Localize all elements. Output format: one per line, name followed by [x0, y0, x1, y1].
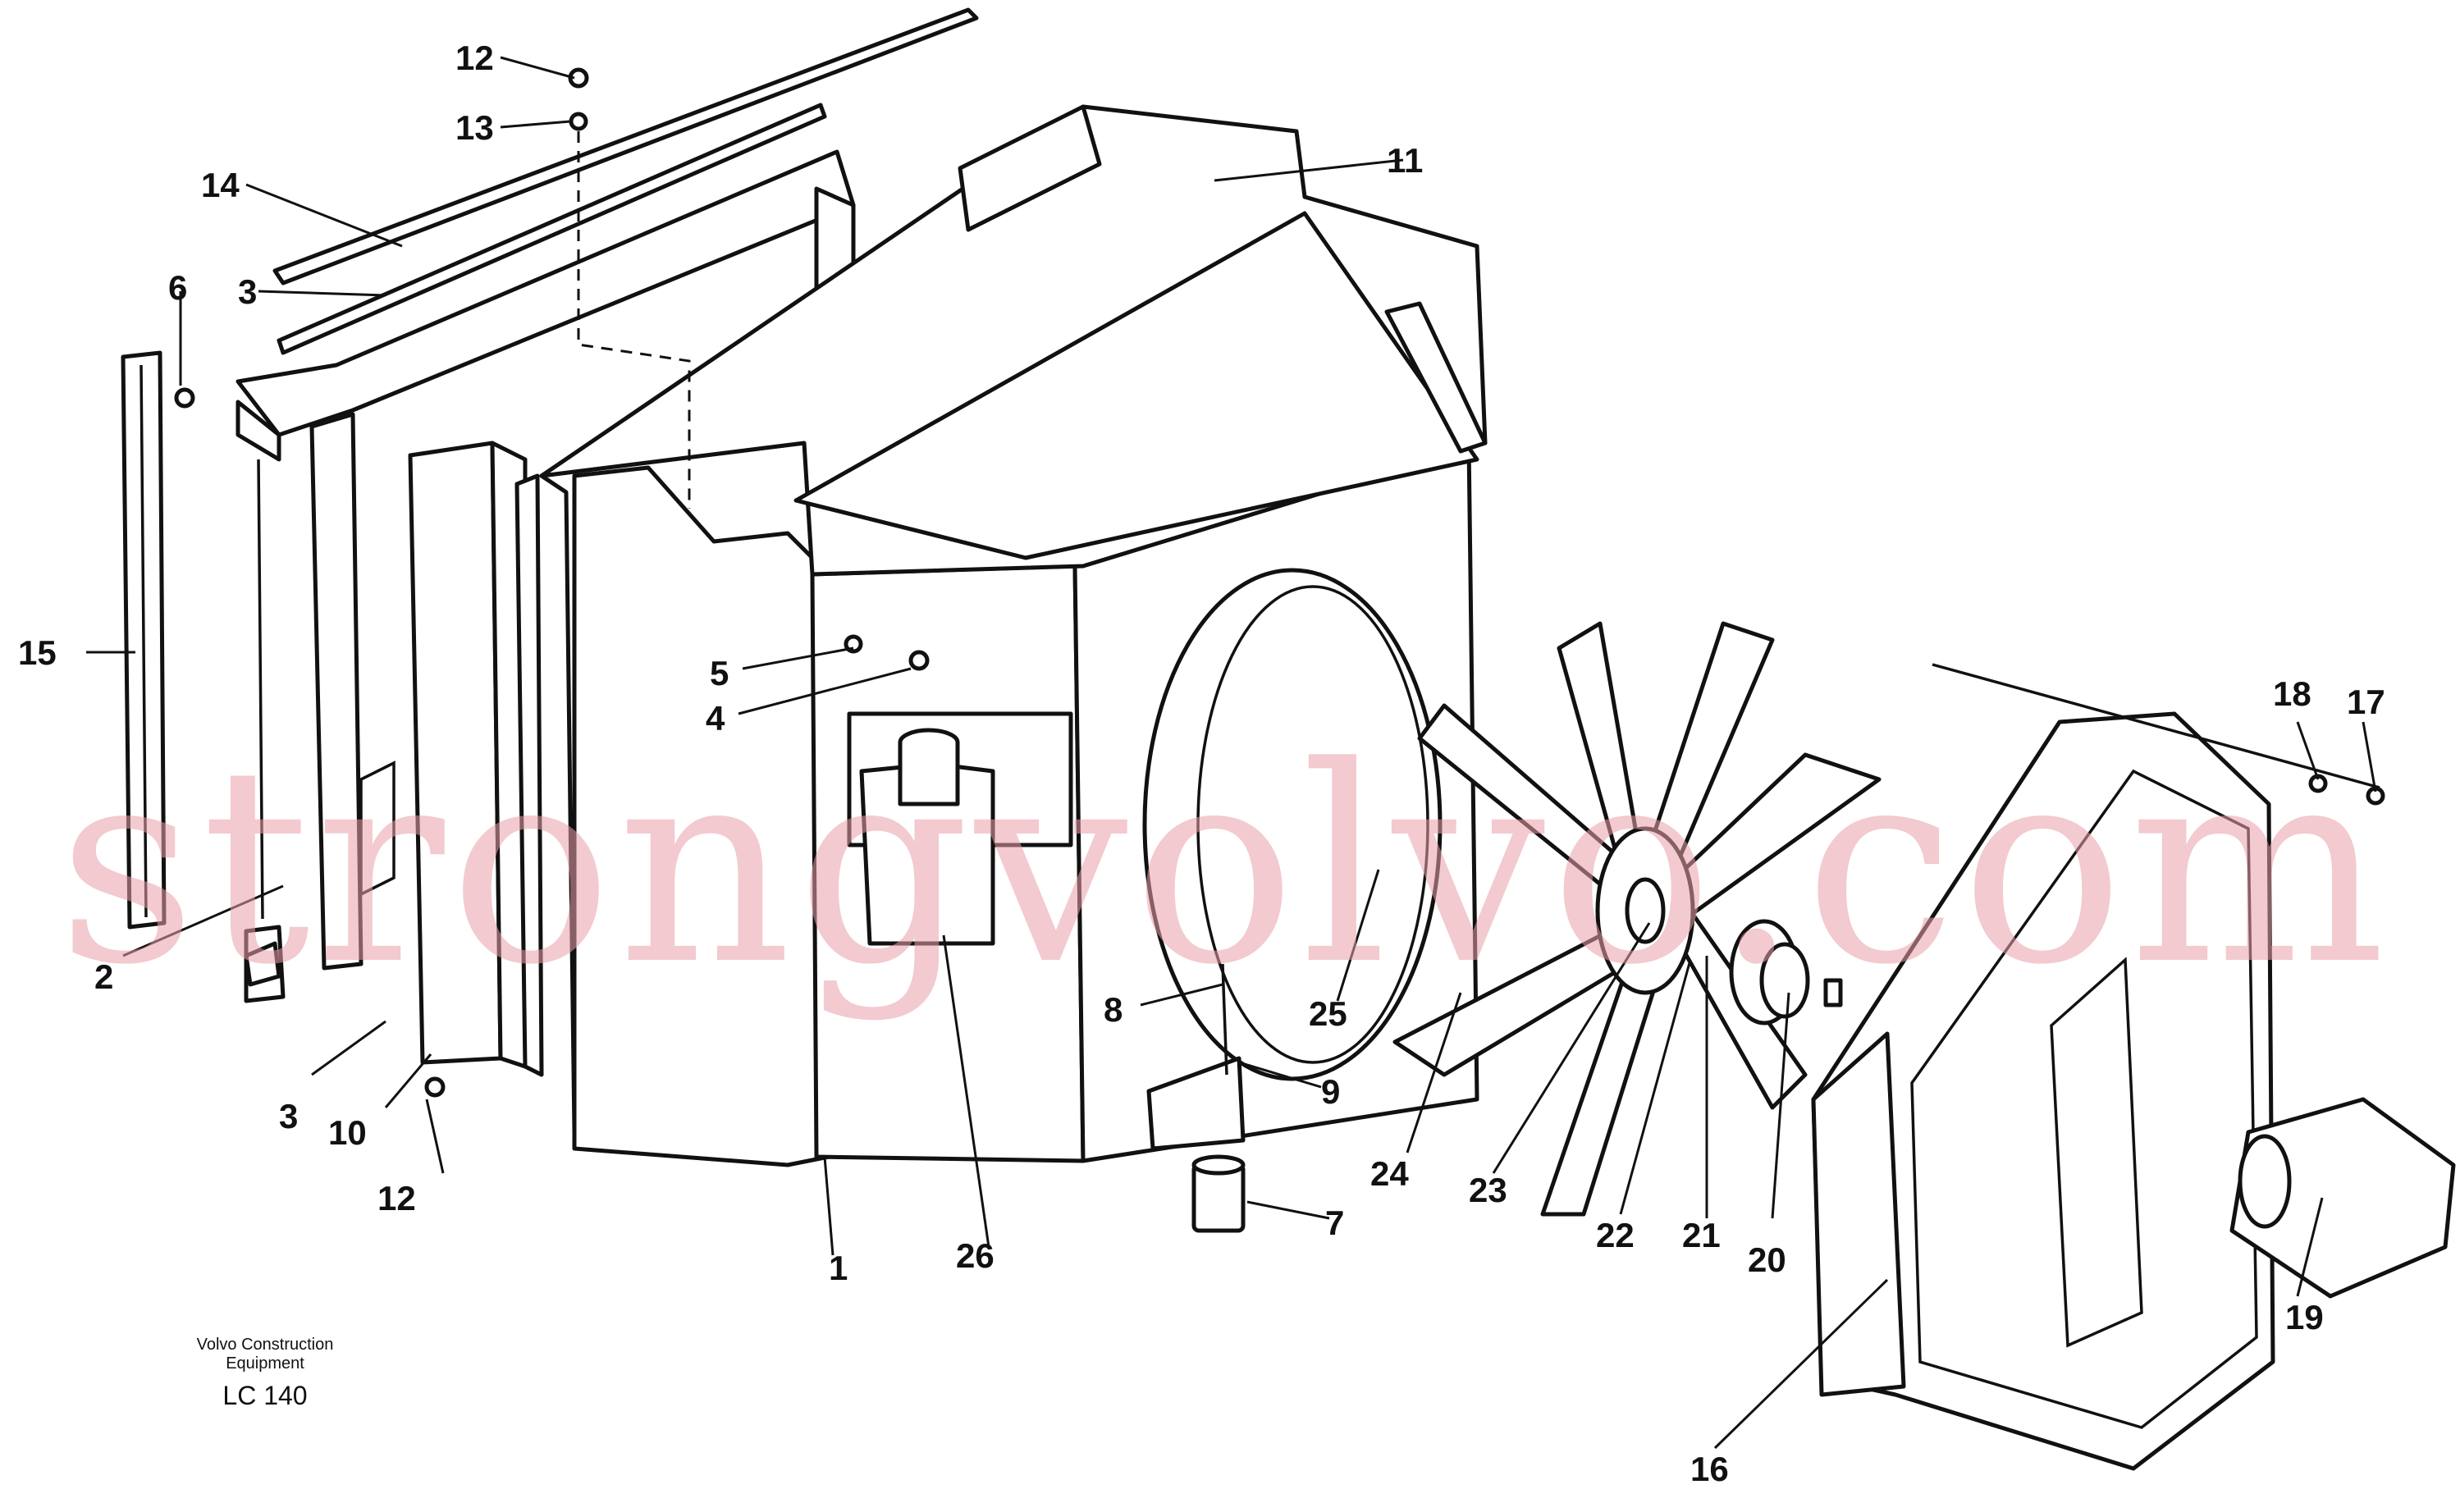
- callout-15: 15: [18, 633, 57, 672]
- callout-8: 8: [1104, 990, 1123, 1029]
- fan-guard-part-16: [1811, 711, 2275, 1471]
- callout-10: 10: [328, 1113, 367, 1152]
- bracket-part-9: [1146, 963, 1246, 1151]
- callout-3-top: 3: [238, 272, 257, 311]
- callout-5: 5: [710, 654, 729, 692]
- sensor-block-part-26: [847, 711, 1073, 946]
- callout-26: 26: [956, 1236, 995, 1275]
- top-rails-part-14-3: [272, 7, 979, 355]
- callout-4: 4: [706, 699, 725, 738]
- callout-16: 16: [1690, 1450, 1729, 1488]
- callout-1: 1: [829, 1249, 848, 1287]
- hub-part-20: [1729, 919, 1843, 1026]
- callout-leaders: [86, 56, 2377, 1450]
- watermark: strongvolvo.com: [57, 709, 2390, 1024]
- caption-line-1: Volvo Construction: [197, 1336, 334, 1354]
- fan-part-24: [1392, 621, 1882, 1217]
- seal-strip-part-15: [121, 350, 167, 930]
- callout-21: 21: [1682, 1216, 1721, 1254]
- callout-3-bottom: 3: [279, 1097, 298, 1135]
- caption-line-2: Equipment: [226, 1354, 304, 1373]
- rubber-mount-part-7: [1191, 1154, 1246, 1233]
- callout-17: 17: [2347, 683, 2385, 721]
- callout-13: 13: [455, 108, 494, 147]
- callout-12-top: 12: [455, 39, 494, 77]
- manufacturer-caption: Volvo Construction Equipment LC 140: [197, 1336, 334, 1410]
- model-label: LC 140: [222, 1381, 307, 1410]
- radiator-core-part-2: [235, 149, 856, 1003]
- callout-24: 24: [1370, 1154, 1409, 1193]
- callout-14: 14: [201, 166, 240, 204]
- motor-part-19: [2229, 1097, 2456, 1299]
- callout-22: 22: [1596, 1216, 1635, 1254]
- callout-2: 2: [94, 957, 113, 996]
- callout-labels: 12 13 14 6 3 15 2 3 10 12 1 5 4 11 26 8 …: [18, 39, 2385, 1488]
- callout-19: 19: [2285, 1298, 2324, 1336]
- callout-23: 23: [1469, 1171, 1507, 1209]
- callout-7: 7: [1325, 1204, 1344, 1242]
- side-plate-part-10: [408, 441, 544, 1077]
- callout-20: 20: [1748, 1240, 1786, 1279]
- callout-11: 11: [1387, 141, 1423, 180]
- callout-18: 18: [2273, 674, 2311, 713]
- callout-9: 9: [1321, 1072, 1340, 1111]
- callout-6: 6: [168, 268, 187, 307]
- callout-12-bottom: 12: [377, 1179, 416, 1217]
- top-shroud-part-11: [539, 104, 1488, 577]
- callout-25: 25: [1309, 994, 1347, 1033]
